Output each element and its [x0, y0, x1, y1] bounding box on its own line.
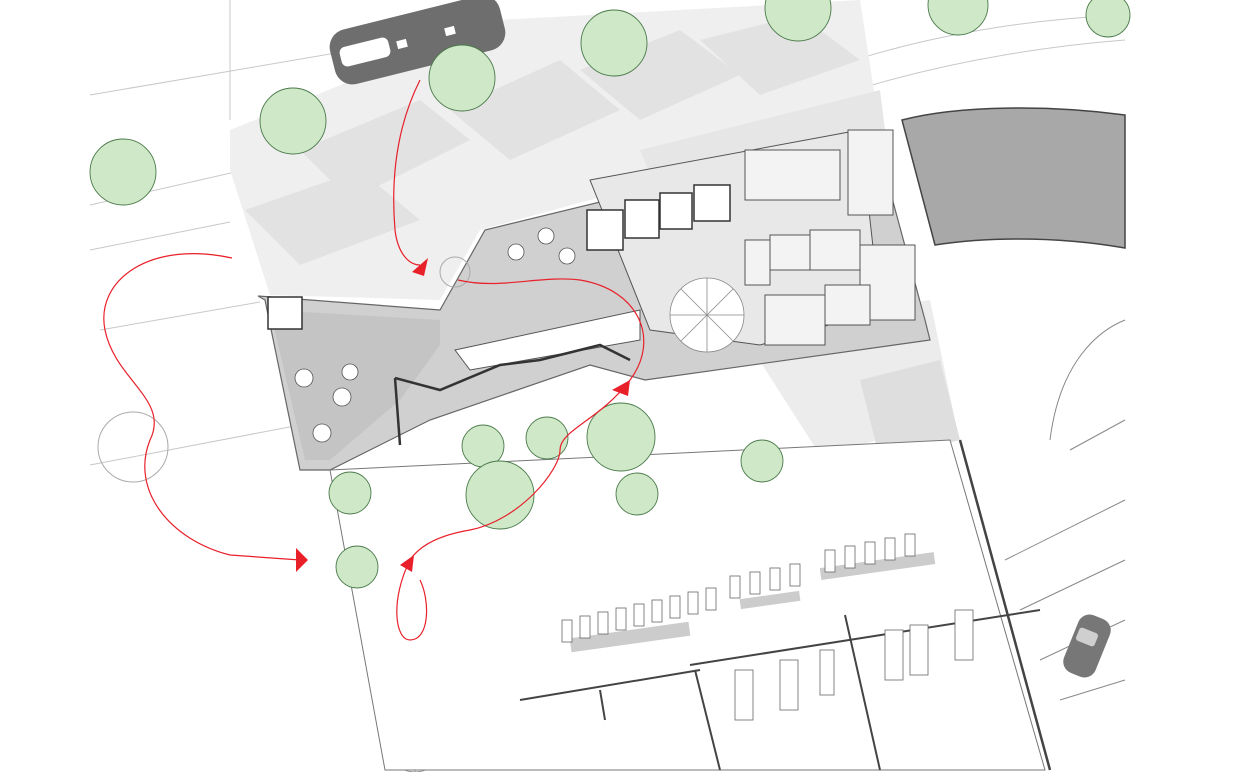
- trees: [89, 0, 1131, 589]
- arrow-markers: [296, 258, 630, 572]
- crescent-building: [901, 107, 1126, 249]
- service-rooms: [744, 129, 916, 346]
- cafe-tables: [294, 227, 576, 443]
- turning-circles: [97, 256, 471, 483]
- car: [1063, 614, 1111, 678]
- lower-building: [329, 439, 1052, 771]
- circulation-paths: [103, 79, 645, 641]
- bus: [329, 0, 506, 85]
- parking: [1004, 319, 1126, 701]
